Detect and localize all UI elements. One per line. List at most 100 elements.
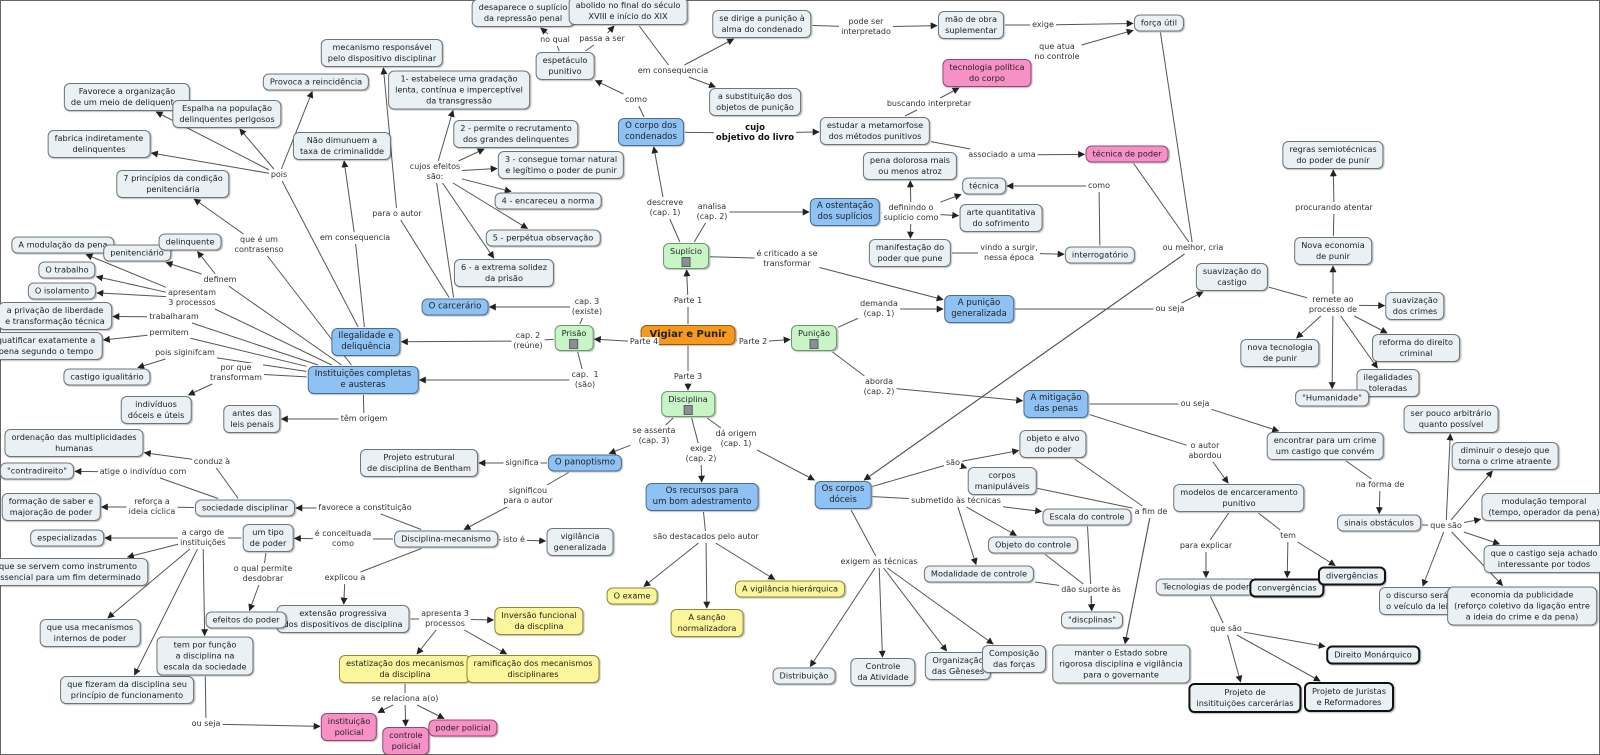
node-o-exame[interactable]: O exame — [606, 587, 658, 605]
node-convergencias[interactable]: convergências — [1249, 578, 1325, 598]
part-node-punicao[interactable]: Punição — [791, 325, 837, 351]
node-escala-controle[interactable]: Escala do controle — [1042, 508, 1132, 526]
node-ilegalidade-deliquencia[interactable]: Ilegalidade e deliquência — [331, 328, 401, 356]
node-sete-principios[interactable]: 7 princípios da condição penitenciária — [116, 170, 230, 198]
node-economia-publicidade[interactable]: economia da publicidade (reforço coletiv… — [1447, 586, 1597, 626]
node-nova-tecnologia[interactable]: nova tecnologia de punir — [1240, 339, 1320, 367]
node-tecnologias-de-poder[interactable]: Tecnologias de poder — [1155, 578, 1257, 596]
node-controle-atividade[interactable]: Controle da Atividade — [850, 658, 916, 686]
node-divergencias[interactable]: divergências — [1317, 566, 1387, 586]
node-disciplina-mecanismo[interactable]: Disciplina-mecanismo — [394, 530, 498, 548]
node-projeto-instituicoes[interactable]: Projeto de insitituições carcerárias — [1188, 683, 1302, 713]
node-espalha-populacao[interactable]: Espalha na população delinquentes perigo… — [172, 100, 282, 128]
node-recursos-adestramento[interactable]: Os recursos para um bom adestramento — [645, 483, 759, 511]
node-contradireito[interactable]: "contradireito" — [0, 462, 75, 480]
node-modelos-encarceramento[interactable]: modelos de encarceramento punitivo — [1173, 484, 1305, 512]
node-ostentacao-suplicios[interactable]: A ostentação dos suplícios — [809, 198, 881, 226]
node-tecnologia-politica[interactable]: tecnologia política do corpo — [942, 59, 1032, 87]
node-sociedade-disciplinar[interactable]: sociedade disciplinar — [195, 499, 295, 517]
node-instrumento-essencial[interactable]: que se servem como instrumento essencial… — [0, 558, 148, 586]
node-diminuir-desejo[interactable]: diminuir o desejo que torna o crime atra… — [1451, 442, 1559, 470]
node-favorece-organizacao[interactable]: Favorece a organização de um meio de del… — [63, 83, 191, 111]
node-organizacao-geneses[interactable]: Organização das Gêneses — [924, 652, 992, 680]
document-icon[interactable] — [683, 405, 693, 415]
node-tecnica[interactable]: técnica — [962, 177, 1006, 195]
node-penitenciario[interactable]: penitenciário — [103, 244, 171, 262]
node-mecanismo-responsavel[interactable]: mecanismo responsável pelo dispositivo d… — [320, 39, 444, 67]
node-controle-policial[interactable]: controle policial — [382, 727, 430, 755]
node-objeto-controle[interactable]: Objeto do controle — [987, 536, 1079, 554]
node-inversao-funcional[interactable]: Inversão funcional da discplina — [494, 607, 584, 635]
node-ordenacao-multiplicidades[interactable]: ordenação das multiplicidades humanas — [4, 429, 144, 457]
node-corpo-dos-condenados[interactable]: O corpo dos condenados — [617, 118, 685, 146]
node-privacao-liberdade[interactable]: a privação de liberdade e transformação … — [0, 302, 112, 330]
node-fabrica-delinquentes[interactable]: fabrica indiretamente delinquentes — [47, 130, 151, 158]
node-substituicao[interactable]: a substituição dos objetos de punição — [709, 88, 801, 116]
node-poder-policial[interactable]: poder policial — [428, 719, 498, 737]
node-espetaculo-punitivo[interactable]: espetáculo punitivo — [535, 52, 595, 80]
node-efeito-1[interactable]: 1- estabelece uma gradação lenta, contín… — [388, 70, 530, 110]
node-antes-leis-penais[interactable]: antes das leis penais — [223, 405, 281, 433]
node-mecanismos-internos[interactable]: que usa mecanismos internos de poder — [39, 619, 141, 647]
node-efeito-3[interactable]: 3 - consegue tornar natural e legítimo o… — [497, 151, 625, 179]
node-delinquente[interactable]: delinquente — [158, 233, 222, 251]
node-manter-estado[interactable]: manter o Estado sobre rigorosa disciplin… — [1052, 644, 1190, 684]
node-interrogatorio[interactable]: interrogatório — [1064, 246, 1136, 264]
node-efeitos-do-poder[interactable]: efeitos do poder — [205, 611, 287, 629]
node-o-isolamento[interactable]: O isolamento — [27, 282, 97, 300]
node-estatizacao[interactable]: estatização dos mecanismos da disciplina — [338, 655, 472, 683]
node-instituicoes-completas[interactable]: Instituições completas e austeras — [307, 366, 419, 394]
node-humanidade[interactable]: "Humanidade" — [1295, 389, 1369, 407]
node-modulacao-pena[interactable]: A modulação da pena — [11, 236, 115, 254]
document-icon[interactable] — [569, 339, 579, 349]
node-composicao-forcas[interactable]: Composição das forças — [982, 645, 1046, 673]
node-o-carcerario[interactable]: O carcerário — [421, 298, 489, 316]
node-instituicao-policial[interactable]: instituição policial — [320, 713, 378, 741]
node-disciplinas[interactable]: "discplinas" — [1061, 611, 1123, 629]
node-estudar-metamorfose[interactable]: estudar a metamorfose dos métodos puniti… — [819, 117, 931, 145]
node-projeto-juristas[interactable]: Projeto de Juristas e Reformadores — [1304, 682, 1394, 712]
node-tipo-de-poder[interactable]: um tipo de poder — [242, 524, 294, 552]
node-modulacao-temporal[interactable]: modulação temporal (tempo, operador da p… — [1481, 493, 1600, 521]
node-efeito-4[interactable]: 4 - encareceu a norma — [494, 192, 602, 210]
node-suavizacao-crimes[interactable]: suavização dos crimes — [1385, 292, 1445, 320]
node-pena-dolorosa[interactable]: pena dolorosa mais ou menos atroz — [862, 152, 958, 180]
node-projeto-bentham[interactable]: Projeto estrutural de disciplina de Bent… — [360, 449, 478, 477]
node-fizeram-disciplina[interactable]: que fizeram da disciplina seu princípio … — [60, 676, 194, 704]
part-node-disciplina[interactable]: Disciplina — [661, 391, 715, 417]
node-vigilancia-generalizada[interactable]: vigilância generalizada — [546, 528, 614, 556]
node-nova-economia[interactable]: Nova economia de punir — [1294, 237, 1372, 265]
node-regras-semiotecnicas[interactable]: regras semiotécnicas do poder de punir — [1282, 141, 1384, 169]
node-modalidade-controle[interactable]: Modalidade de controle — [923, 565, 1035, 583]
node-castigo-igualitario[interactable]: castigo igualitário — [63, 368, 151, 386]
node-o-trabalho[interactable]: O trabalho — [38, 261, 96, 279]
node-sancao-normalizadora[interactable]: A sanção normalizadora — [670, 609, 744, 637]
node-panoptismo[interactable]: O panoptismo — [547, 454, 623, 472]
node-vigilancia-hierarquica[interactable]: A vigilância hierárquica — [735, 580, 845, 598]
node-arte-quantitativa[interactable]: arte quantitativa do sofrimento — [959, 204, 1043, 232]
node-pouco-arbitrario[interactable]: ser pouco arbitrário quanto possível — [1403, 405, 1499, 433]
node-ramificacao[interactable]: ramificação dos mecanismos disciplinares — [466, 655, 600, 683]
part-node-suplicio[interactable]: Suplício — [663, 243, 709, 269]
node-abolido[interactable]: abolido no final do século XVIII e iníci… — [568, 0, 688, 25]
node-formacao-saber[interactable]: formação de saber e majoração de poder — [1, 493, 101, 521]
node-corpos-doceis[interactable]: Os corpos dóceis — [814, 481, 872, 509]
document-icon[interactable] — [809, 339, 819, 349]
node-suavizacao-castigo[interactable]: suavização do castigo — [1195, 263, 1269, 291]
node-direito-monarquico[interactable]: Direito Monárquico — [1326, 645, 1420, 665]
node-distribuicao[interactable]: Distribuição — [772, 667, 836, 685]
node-alma-condenado[interactable]: se dirige a punição à alma do condenado — [712, 10, 812, 38]
node-objeto-alvo-poder[interactable]: objeto e alvo do poder — [1019, 430, 1087, 458]
node-individuos-doceis[interactable]: indivíduos dóceis e úteis — [120, 396, 192, 424]
node-provoca-reincidencia[interactable]: Provoca a reincidência — [262, 73, 370, 91]
node-forca-util[interactable]: força útil — [1133, 14, 1185, 32]
node-punicao-generalizada[interactable]: A punição generalizada — [944, 295, 1014, 323]
node-desaparece[interactable]: desaparece o suplício da repressão penal — [471, 0, 575, 27]
part-node-prisao[interactable]: Prisão — [554, 325, 594, 351]
node-especializadas[interactable]: especializadas — [30, 529, 104, 547]
node-quatificar-pena[interactable]: quatificar exatamente a pena segundo o t… — [0, 332, 103, 360]
node-efeito-2[interactable]: 2 - permite o recrutamento dos grandes d… — [453, 120, 579, 148]
node-tecnica-de-poder[interactable]: técnica de poder — [1085, 145, 1169, 163]
node-efeito-6[interactable]: 6 - a extrema solidez da prisão — [453, 259, 555, 287]
node-manifestacao[interactable]: manifestação do poder que pune — [868, 239, 952, 267]
